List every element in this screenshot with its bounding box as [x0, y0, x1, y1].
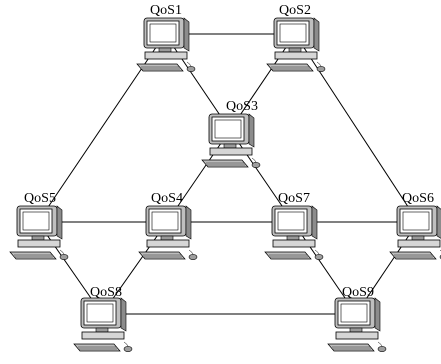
desktop-computer-icon	[264, 205, 324, 261]
node-qos7: QoS7	[264, 191, 324, 261]
node-qos5: QoS5	[9, 191, 69, 261]
node-label: QoS9	[342, 285, 374, 300]
node-label: QoS4	[151, 191, 183, 206]
link-qos1-qos5	[37, 33, 166, 223]
node-qos6: QoS6	[389, 191, 441, 261]
node-qos9: QoS9	[327, 285, 387, 353]
node-label: QoS6	[402, 191, 434, 206]
node-label: QoS1	[150, 3, 182, 18]
desktop-computer-icon	[138, 205, 198, 261]
node-label: QoS5	[24, 191, 56, 206]
desktop-computer-icon	[327, 297, 387, 353]
link-qos2-qos6	[294, 33, 419, 223]
desktop-computer-icon	[73, 297, 133, 353]
desktop-computer-icon	[201, 113, 261, 169]
node-label: QoS8	[90, 285, 122, 300]
node-qos2: QoS2	[266, 3, 326, 72]
network-links	[37, 33, 419, 315]
node-label: QoS7	[278, 191, 310, 206]
node-label: QoS3	[226, 99, 258, 114]
node-qos4: QoS4	[138, 191, 198, 261]
desktop-computer-icon	[9, 205, 69, 261]
node-qos8: QoS8	[73, 285, 133, 353]
desktop-computer-icon	[136, 17, 196, 72]
node-label: QoS2	[279, 3, 311, 18]
desktop-computer-icon	[266, 17, 326, 72]
node-qos1: QoS1	[136, 3, 196, 72]
node-qos3: QoS3	[201, 99, 261, 169]
